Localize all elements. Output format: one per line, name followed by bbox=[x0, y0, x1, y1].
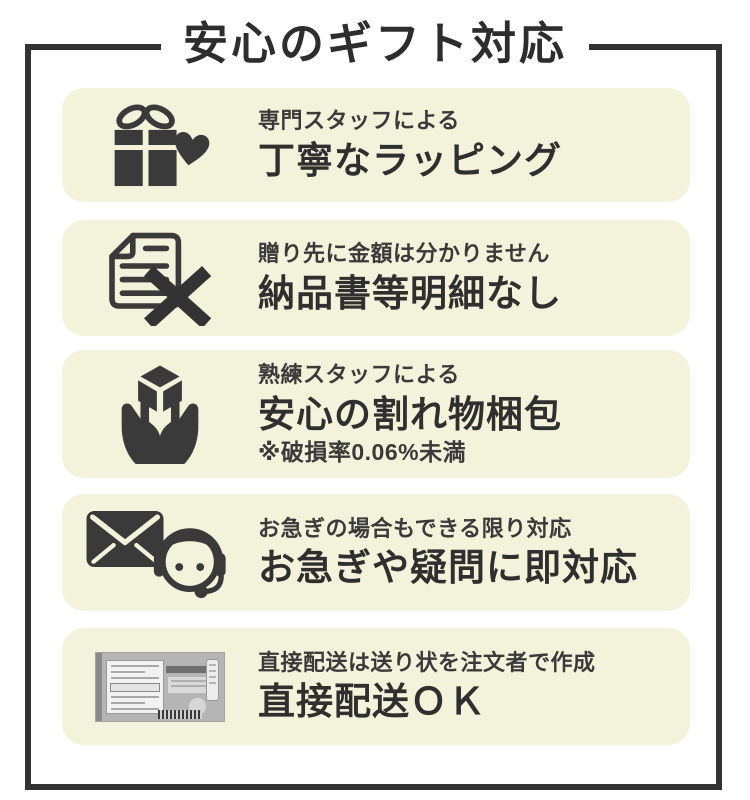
barcode bbox=[158, 709, 202, 719]
benefit-text: お急ぎの場合もできる限り対応 お急ぎや疑問に即対応 bbox=[258, 515, 690, 591]
document-no-invoice-icon bbox=[62, 230, 258, 326]
benefit-subtitle: 専門スタッフによる bbox=[258, 108, 460, 134]
shipping-label-image bbox=[62, 652, 258, 721]
benefit-row-wrapping: 専門スタッフによる 丁寧なラッピング bbox=[62, 88, 690, 202]
shipping-label-photo bbox=[96, 652, 224, 721]
page-title: 安心のギフト対応 bbox=[160, 12, 590, 75]
benefit-subtitle: 贈り先に金額は分かりません bbox=[258, 241, 550, 267]
benefit-row-fragile-packing: 熟練スタッフによる 安心の割れ物梱包 ※破損率0.06%未満 bbox=[62, 350, 690, 478]
benefit-text: 熟練スタッフによる 安心の割れ物梱包 ※破損率0.06%未満 bbox=[258, 361, 690, 466]
benefit-title: 丁寧なラッピング bbox=[258, 139, 562, 181]
mail-operator-icon bbox=[62, 504, 258, 602]
benefit-title: お急ぎや疑問に即対応 bbox=[258, 547, 638, 589]
benefit-row-direct-shipping: 直接配送は送り状を注文者で作成 直接配送ＯＫ bbox=[62, 628, 690, 745]
benefit-row-no-invoice: 贈り先に金額は分かりません 納品書等明細なし bbox=[62, 220, 690, 336]
benefit-row-quick-response: お急ぎの場合もできる限り対応 お急ぎや疑問に即対応 bbox=[62, 494, 690, 611]
benefit-title: 直接配送ＯＫ bbox=[258, 681, 486, 723]
hands-holding-package-icon bbox=[62, 362, 258, 466]
benefit-title: 納品書等明細なし bbox=[258, 272, 562, 314]
benefit-subtitle: 熟練スタッフによる bbox=[258, 362, 460, 388]
benefit-text: 直接配送は送り状を注文者で作成 直接配送ＯＫ bbox=[258, 649, 690, 725]
benefit-subtitle: 直接配送は送り状を注文者で作成 bbox=[258, 649, 596, 675]
benefit-text: 専門スタッフによる 丁寧なラッピング bbox=[258, 107, 690, 183]
gift-heart-icon bbox=[62, 99, 258, 191]
benefit-text: 贈り先に金額は分かりません 納品書等明細なし bbox=[258, 240, 690, 316]
benefit-note: ※破損率0.06%未満 bbox=[258, 439, 467, 466]
benefit-subtitle: お急ぎの場合もできる限り対応 bbox=[258, 515, 572, 541]
benefit-title: 安心の割れ物梱包 bbox=[258, 393, 562, 435]
